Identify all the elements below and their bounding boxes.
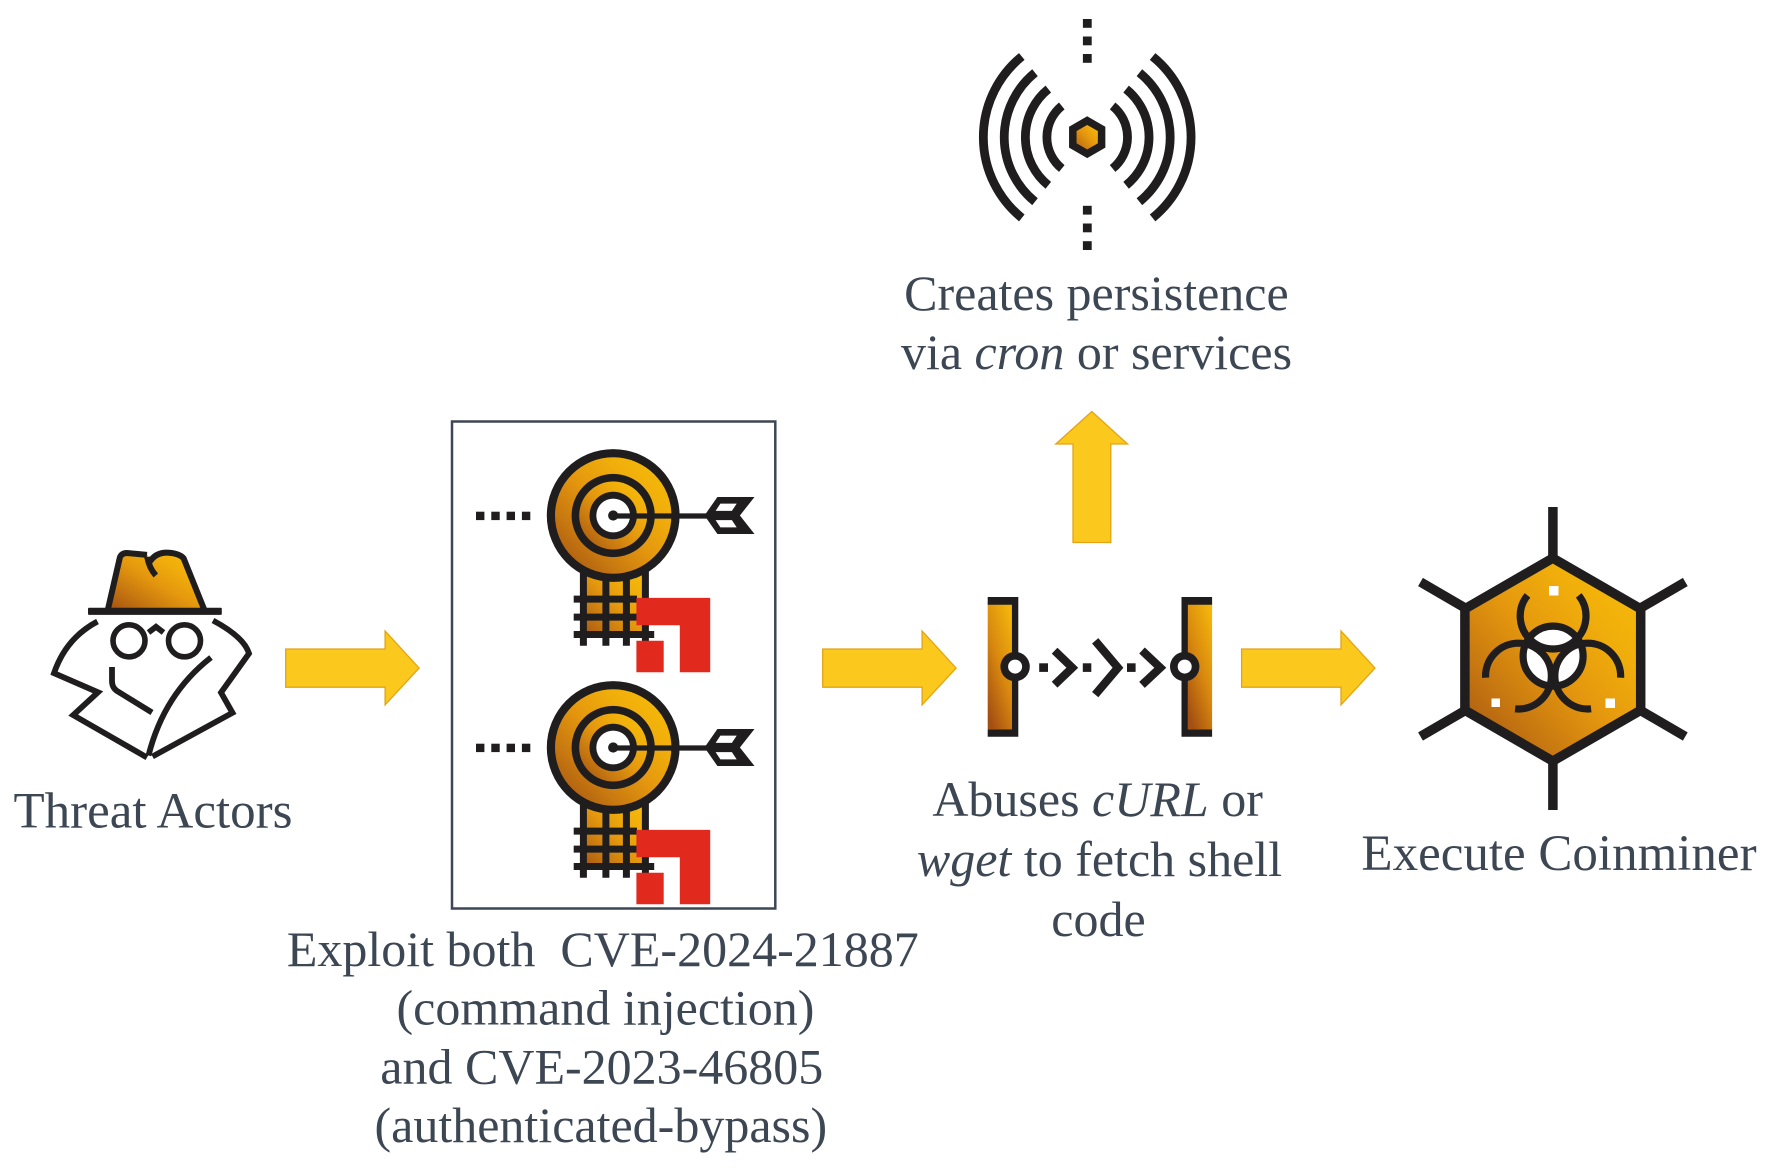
svg-text:code: code [1051,891,1145,947]
svg-text:via cron or services: via cron or services [901,324,1292,380]
svg-text:Abuses cURL or: Abuses cURL or [932,771,1263,827]
svg-text:Execute Coinminer: Execute Coinminer [1361,826,1756,882]
svg-text:(authenticated-bypass): (authenticated-bypass) [375,1097,828,1153]
svg-text:(command injection): (command injection) [397,980,815,1036]
svg-text:and CVE-2023-46805: and CVE-2023-46805 [380,1038,823,1094]
svg-text:Exploit both CVE-2024-21887: Exploit both CVE-2024-21887 [287,921,919,977]
svg-text:wget to fetch shell: wget to fetch shell [917,831,1282,887]
svg-text:Threat Actors: Threat Actors [14,783,293,839]
svg-text:Creates persistence: Creates persistence [904,265,1289,321]
